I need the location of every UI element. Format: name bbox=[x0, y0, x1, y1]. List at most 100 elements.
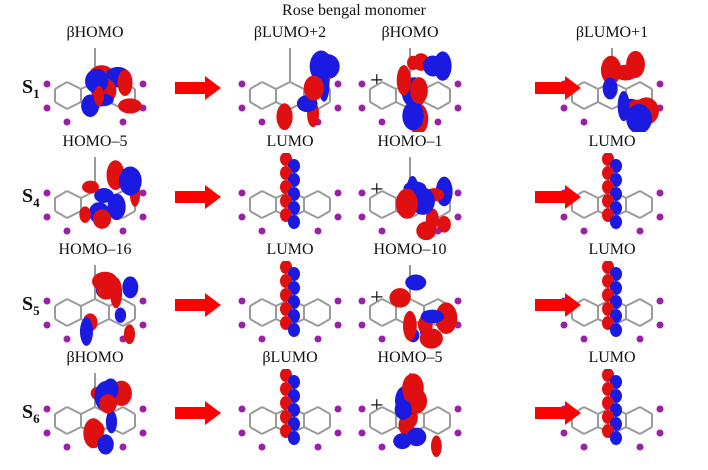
iodine-atom bbox=[258, 335, 266, 343]
bond bbox=[303, 298, 319, 307]
iodine-atom bbox=[580, 335, 588, 343]
iodine-atom bbox=[139, 429, 147, 437]
orbital-isosurface bbox=[358, 157, 462, 241]
iodine-atom bbox=[454, 297, 462, 305]
orbital-isosurface bbox=[358, 265, 462, 349]
positive-lobe bbox=[92, 209, 112, 229]
bond bbox=[625, 81, 641, 90]
iodine-atom bbox=[334, 429, 342, 437]
bond bbox=[261, 426, 277, 435]
bond bbox=[303, 210, 319, 219]
iodine-atom bbox=[238, 104, 246, 112]
state-label: S5 bbox=[22, 293, 40, 319]
iodine-atom bbox=[119, 227, 127, 235]
bond bbox=[625, 426, 641, 435]
bond bbox=[275, 81, 291, 90]
iodine-atom bbox=[139, 80, 147, 88]
negative-lobe bbox=[122, 276, 139, 299]
bond bbox=[261, 81, 277, 90]
iodine-atom bbox=[656, 80, 664, 88]
bond bbox=[409, 298, 425, 307]
positive-lobe bbox=[79, 206, 91, 223]
orbital-label: βLUMO+1 bbox=[575, 24, 649, 41]
positive-lobe bbox=[430, 435, 442, 457]
orbital-isosurface bbox=[560, 48, 664, 132]
red-arrow-icon bbox=[175, 76, 221, 100]
iodine-atom bbox=[454, 213, 462, 221]
iodine-atom bbox=[43, 297, 51, 305]
iodine-atom bbox=[139, 297, 147, 305]
orbital-label: HOMO–16 bbox=[58, 241, 132, 258]
iodine-atom bbox=[580, 118, 588, 126]
negative-lobe bbox=[393, 433, 412, 450]
negative-lobe bbox=[105, 410, 118, 434]
red-arrow-icon bbox=[175, 401, 221, 425]
bond bbox=[583, 298, 599, 307]
iodine-atom bbox=[334, 321, 342, 329]
positive-lobe bbox=[276, 103, 293, 131]
state-symbol: S bbox=[22, 185, 34, 207]
iodine-atom bbox=[139, 405, 147, 413]
positive-lobe bbox=[410, 77, 428, 105]
bond bbox=[122, 318, 136, 327]
orbital-isosurface bbox=[43, 373, 147, 455]
bond bbox=[369, 406, 383, 415]
positive-lobe bbox=[613, 64, 638, 81]
positive-lobe bbox=[396, 65, 411, 96]
bond bbox=[80, 406, 96, 415]
iodine-atom bbox=[454, 189, 462, 197]
negative-lobe bbox=[610, 323, 622, 337]
figure-title: Rose bengal monomer bbox=[282, 2, 426, 19]
bond bbox=[571, 210, 585, 219]
orbital-label: LUMO bbox=[588, 133, 636, 150]
iodine-atom bbox=[258, 227, 266, 235]
negative-lobe bbox=[118, 166, 142, 196]
bond bbox=[597, 101, 613, 110]
orbital-isosurface bbox=[43, 48, 147, 126]
orbital-label: HOMO–1 bbox=[377, 133, 443, 150]
state-label: S4 bbox=[22, 185, 40, 211]
bond bbox=[261, 101, 277, 110]
bond bbox=[317, 101, 331, 110]
bond bbox=[625, 406, 641, 415]
iodine-atom bbox=[656, 189, 664, 197]
positive-lobe bbox=[389, 288, 411, 308]
iodine-atom bbox=[358, 213, 366, 221]
positive-lobe bbox=[419, 328, 443, 349]
iodine-atom bbox=[358, 429, 366, 437]
positive-lobe bbox=[303, 75, 324, 101]
bond bbox=[249, 406, 263, 415]
bond bbox=[571, 426, 585, 435]
bond bbox=[66, 190, 82, 199]
orbital-isosurface bbox=[43, 157, 147, 235]
bond bbox=[317, 318, 331, 327]
bond bbox=[583, 318, 599, 327]
bond bbox=[66, 81, 82, 90]
bond bbox=[639, 318, 653, 327]
state-index: 6 bbox=[33, 411, 40, 426]
negative-lobe bbox=[423, 55, 443, 77]
iodine-atom bbox=[454, 104, 462, 112]
red-arrow-icon bbox=[535, 185, 581, 209]
orbital-isosurface bbox=[358, 48, 462, 132]
orbital-label: LUMO bbox=[266, 241, 314, 258]
positive-lobe bbox=[395, 188, 418, 219]
iodine-atom bbox=[119, 118, 127, 126]
state-symbol: S bbox=[22, 293, 34, 315]
bond bbox=[317, 426, 331, 435]
bond bbox=[122, 210, 136, 219]
orbital-isosurface bbox=[358, 373, 462, 457]
iodine-atom bbox=[238, 213, 246, 221]
bond bbox=[66, 101, 82, 110]
negative-lobe bbox=[85, 68, 109, 94]
bond bbox=[369, 190, 383, 199]
iodine-atom bbox=[580, 443, 588, 451]
bond bbox=[369, 318, 383, 327]
positive-lobe bbox=[123, 324, 136, 345]
negative-lobe bbox=[288, 215, 300, 229]
iodine-atom bbox=[43, 213, 51, 221]
orbital-label: βHOMO bbox=[66, 24, 124, 41]
iodine-atom bbox=[63, 118, 71, 126]
